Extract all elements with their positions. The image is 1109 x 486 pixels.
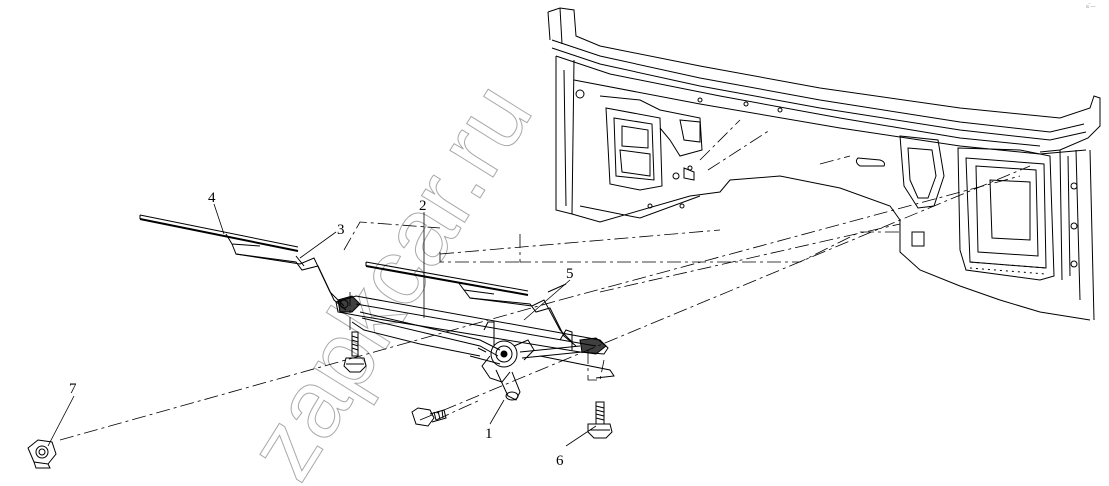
wiper-arm-right [463, 283, 577, 347]
assembly-lines [59, 119, 1031, 441]
callout-6: 6 [556, 453, 564, 469]
watermark-text: zapkcar.ru [227, 65, 552, 486]
corner-mark: a‾— [1086, 3, 1095, 10]
callout-3: 3 [337, 222, 345, 238]
bolt-right-pivot [587, 401, 613, 439]
bolt-motor [411, 407, 447, 427]
callout-7: 7 [69, 381, 77, 397]
nut [27, 439, 57, 469]
watermark: zapkcar.ru [227, 64, 553, 486]
callout-1: 1 [485, 426, 493, 442]
callouts: 1 2 3 4 5 6 7 [69, 190, 574, 469]
body-panel [547, 7, 1101, 321]
wiper-motor [477, 339, 535, 401]
callout-2: 2 [419, 198, 427, 214]
wiper-linkage-frame [335, 295, 615, 379]
wiper-blade-left [139, 214, 299, 252]
callout-4: 4 [208, 190, 216, 206]
callout-5: 5 [566, 266, 574, 282]
bolt-left-pivot [343, 331, 367, 373]
leader-lines [47, 203, 597, 447]
